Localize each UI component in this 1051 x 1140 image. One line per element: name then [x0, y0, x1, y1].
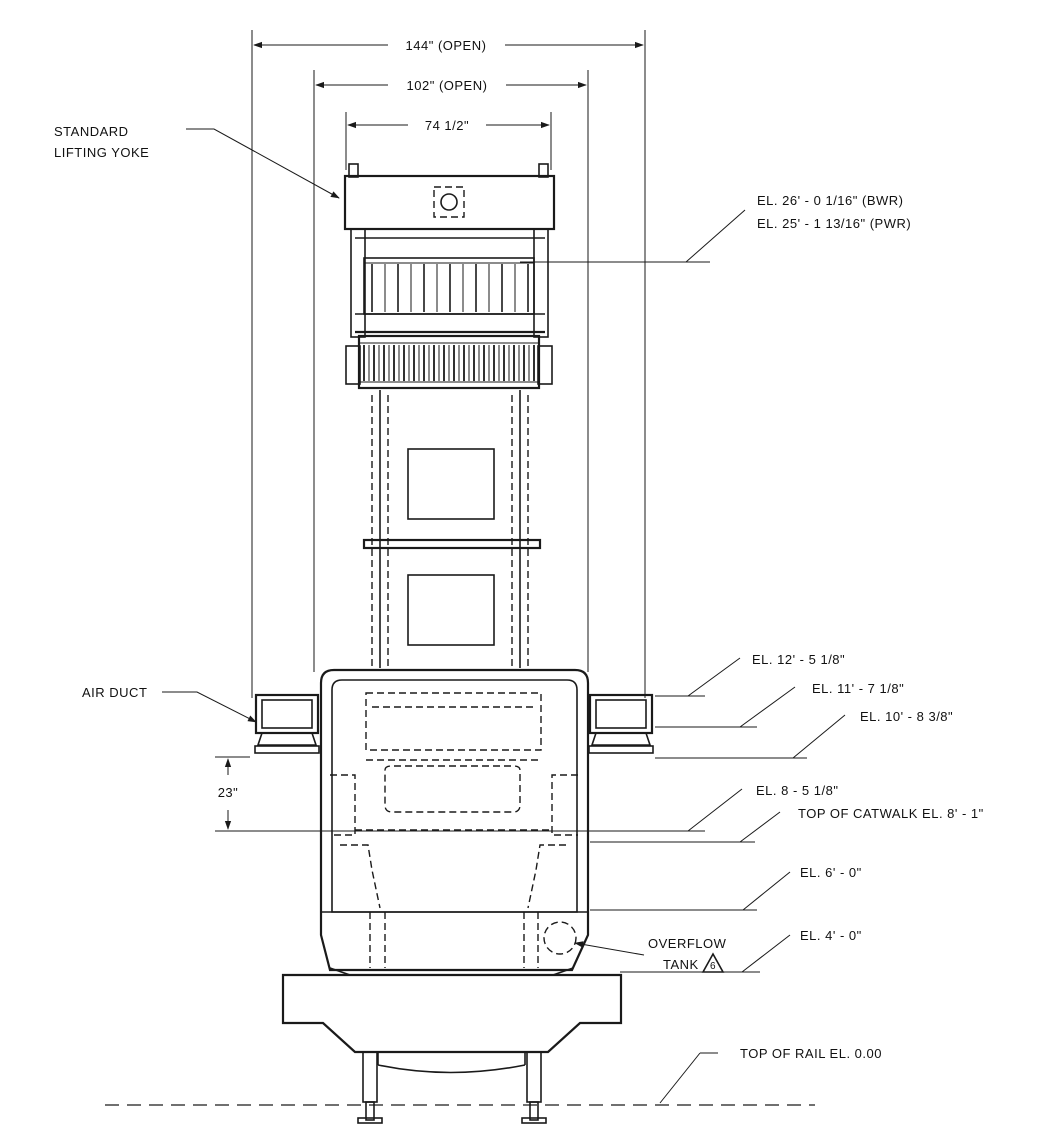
top-of-rail-callout: TOP OF RAIL EL. 0.00 — [659, 1046, 882, 1104]
elevation-10-callout: EL. 10' - 8 3/8" — [655, 709, 953, 759]
catwalk-callout: TOP OF CATWALK EL. 8' - 1" — [590, 806, 984, 843]
catwalk-label: TOP OF CATWALK EL. 8' - 1" — [798, 806, 984, 821]
elevation-6-label: EL. 6' - 0" — [800, 865, 862, 880]
elevation-4-callout: EL. 4' - 0" — [620, 928, 862, 973]
elevation-6-callout: EL. 6' - 0" — [590, 865, 862, 911]
impact-limiter — [345, 334, 553, 390]
elevation-top-bwr: EL. 26' - 0 1/16" (BWR) — [757, 193, 903, 208]
lifting-yoke-callout: STANDARD LIFTING YOKE — [54, 124, 340, 199]
elevation-10-label: EL. 10' - 8 3/8" — [860, 709, 953, 724]
elevation-8-label: EL. 8 - 5 1/8" — [756, 783, 838, 798]
rail-car-saddle — [281, 967, 623, 1124]
dimension-144-label: 144" (OPEN) — [406, 38, 487, 53]
lifting-yoke-label-line1: STANDARD — [54, 124, 129, 139]
dimension-144-open: 144" (OPEN) — [251, 30, 646, 698]
air-duct-callout: AIR DUCT — [82, 685, 257, 723]
cask-body — [362, 390, 542, 668]
elevation-4-label: EL. 4' - 0" — [800, 928, 862, 943]
dimension-23: 23" — [215, 756, 250, 830]
overflow-ref-number: 6 — [710, 961, 716, 972]
dimension-102-open: 102" (OPEN) — [313, 70, 589, 672]
air-duct-label: AIR DUCT — [82, 685, 147, 700]
overflow-label-line1: OVERFLOW — [648, 936, 727, 951]
dimension-74-half: 74 1/2" — [345, 112, 552, 170]
dimension-23-label: 23" — [218, 785, 239, 800]
elevation-top-pwr: EL. 25' - 1 13/16" (PWR) — [757, 216, 911, 231]
lifting-yoke-label-line2: LIFTING YOKE — [54, 145, 149, 160]
elevation-8-callout: EL. 8 - 5 1/8" — [215, 783, 838, 832]
elevation-top-callout: EL. 26' - 0 1/16" (BWR) EL. 25' - 1 13/1… — [520, 193, 911, 263]
air-duct-left — [254, 693, 320, 754]
upper-fin-section — [355, 257, 545, 334]
dimension-74-label: 74 1/2" — [425, 118, 469, 133]
elevation-12-callout: EL. 12' - 5 1/8" — [655, 652, 845, 697]
personnel-barrier-enclosure — [319, 668, 590, 972]
elevation-11-callout: EL. 11' - 7 1/8" — [655, 681, 904, 728]
dimension-102-label: 102" (OPEN) — [407, 78, 488, 93]
elevation-12-label: EL. 12' - 5 1/8" — [752, 652, 845, 667]
overflow-tank-callout: OVERFLOW TANK 6 — [574, 936, 727, 973]
elevation-11-label: EL. 11' - 7 1/8" — [812, 681, 904, 696]
top-of-rail-label: TOP OF RAIL EL. 0.00 — [740, 1046, 882, 1061]
air-duct-right — [588, 693, 654, 754]
overflow-label-line2: TANK — [663, 957, 699, 972]
